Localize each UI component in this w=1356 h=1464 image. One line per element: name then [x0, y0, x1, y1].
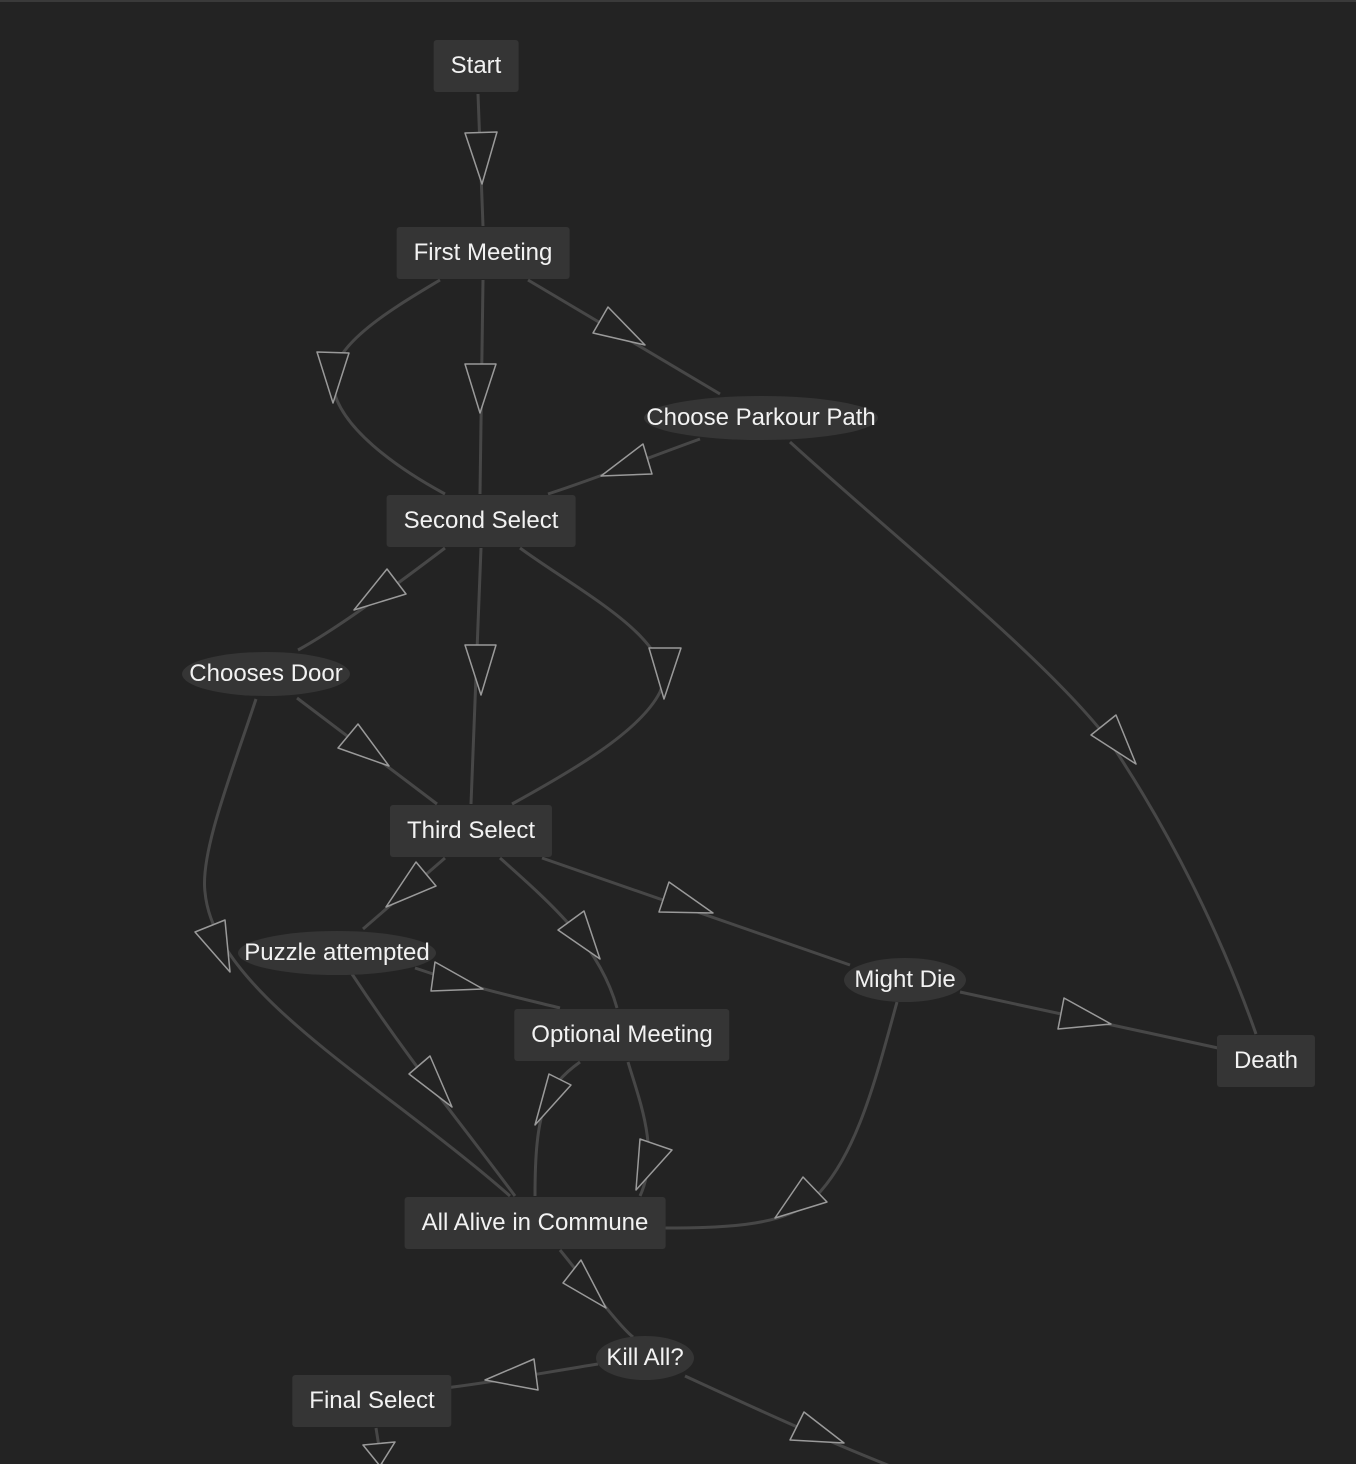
- edge-second_select-to-third_select: [511, 546, 664, 806]
- arrowhead-icon: [774, 1176, 828, 1219]
- arrowhead-icon: [353, 568, 407, 611]
- arrowhead-icon: [1090, 714, 1137, 765]
- arrowhead-icon: [464, 363, 497, 414]
- node-label: Might Die: [854, 966, 956, 993]
- arrowhead-icon: [648, 647, 682, 700]
- node-label: All Alive in Commune: [421, 1209, 649, 1236]
- arrowhead-icon: [534, 1073, 572, 1126]
- arrowhead-icon: [464, 644, 497, 696]
- arrowhead-icon: [194, 919, 231, 973]
- node-label: Second Select: [403, 507, 559, 534]
- arrowhead-icon: [484, 1358, 539, 1391]
- arrowhead-icon: [635, 1138, 673, 1191]
- node-label: Kill All?: [606, 1344, 684, 1371]
- arrowhead-icon: [464, 131, 498, 185]
- node-label: Start: [450, 52, 502, 79]
- node-label: Death: [1233, 1047, 1299, 1074]
- edge-third_select-to-optional_meeting: [499, 856, 619, 1009]
- node-all-alive-in-commune[interactable]: All Alive in Commune: [404, 1197, 666, 1249]
- arrowhead-icon: [408, 1055, 453, 1108]
- node-choose-parkour-path[interactable]: Choose Parkour Path: [644, 396, 878, 440]
- node-label: Third Select: [406, 817, 536, 844]
- arrowhead-icon: [1057, 997, 1112, 1030]
- edge-optional_meeting-to-all_alive_in_commune: [626, 1061, 650, 1197]
- arrowhead-icon: [385, 861, 437, 908]
- node-label: Puzzle attempted: [244, 939, 430, 966]
- arrowhead-icon: [316, 351, 350, 404]
- arrowhead-icon: [430, 961, 484, 992]
- arrowhead-icon: [658, 881, 714, 914]
- node-puzzle-attempted[interactable]: Puzzle attempted: [238, 931, 436, 975]
- arrowhead-icon: [557, 910, 601, 960]
- node-label: Optional Meeting: [531, 1021, 713, 1048]
- arrowhead-icon: [362, 1441, 396, 1464]
- node-third-select[interactable]: Third Select: [389, 805, 553, 857]
- node-chooses-door[interactable]: Chooses Door: [182, 652, 350, 696]
- arrowhead-icon: [562, 1259, 607, 1309]
- node-optional-meeting[interactable]: Optional Meeting: [514, 1009, 730, 1061]
- node-label: First Meeting: [413, 239, 553, 266]
- node-label: Chooses Door: [189, 660, 343, 687]
- node-second-select[interactable]: Second Select: [386, 495, 576, 547]
- node-label: Choose Parkour Path: [646, 404, 876, 431]
- node-label: Final Select: [309, 1387, 435, 1414]
- arrowhead-icon: [600, 443, 653, 477]
- edge-kill_all-to-offscreen: [684, 1374, 890, 1464]
- node-final-select[interactable]: Final Select: [292, 1375, 452, 1427]
- edge-choose_parkour_path-to-death: [788, 440, 1258, 1035]
- node-kill-all[interactable]: Kill All?: [596, 1336, 694, 1380]
- arrowhead-icon: [337, 723, 390, 767]
- node-might-die[interactable]: Might Die: [844, 958, 966, 1002]
- node-start[interactable]: Start: [433, 40, 519, 92]
- node-first-meeting[interactable]: First Meeting: [396, 227, 570, 279]
- arrowhead-icon: [789, 1411, 845, 1444]
- node-death[interactable]: Death: [1216, 1035, 1316, 1087]
- arrowhead-icon: [592, 306, 646, 346]
- edge-first_meeting-to-second_select: [330, 278, 446, 496]
